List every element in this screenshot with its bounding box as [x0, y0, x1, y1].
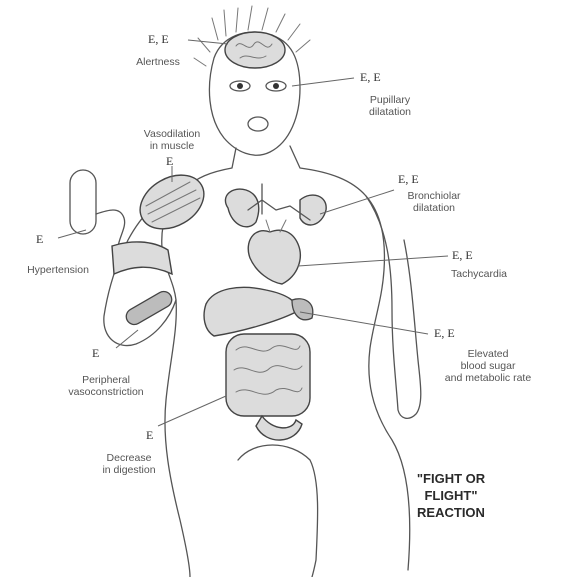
manometer: [70, 170, 96, 234]
right-arm: [366, 196, 421, 418]
vasodilation-code: E: [166, 154, 173, 169]
pupillary-label: Pupillary dilatation: [340, 94, 440, 118]
gallbladder: [292, 299, 313, 320]
pupillary-code: E, E: [360, 70, 381, 85]
blood-sugar-code: E, E: [434, 326, 455, 341]
bronchiolar-label: Bronchiolar dilatation: [384, 190, 484, 214]
intestines: [226, 334, 310, 416]
leader-bronchi: [320, 190, 394, 214]
leader-pupil: [292, 78, 354, 86]
liver: [204, 287, 297, 336]
tachycardia-label: Tachycardia: [424, 268, 534, 280]
colon: [256, 416, 302, 440]
brain: [225, 32, 285, 68]
lungs: [225, 189, 326, 227]
leader-alertness: [188, 40, 228, 44]
left-pupil: [237, 83, 243, 89]
blood-vessel: [123, 289, 174, 328]
right-pupil: [273, 83, 279, 89]
leader-blood-sugar: [300, 312, 428, 334]
peripheral-code: E: [92, 346, 99, 361]
digestion-label: Decrease in digestion: [74, 452, 184, 476]
diagram-title: "FIGHT OR FLIGHT" REACTION: [386, 470, 516, 521]
vasodilation-label: Vasodilation in muscle: [122, 128, 222, 152]
bronchiolar-code: E, E: [398, 172, 419, 187]
alertness-label: Alertness: [108, 56, 208, 68]
bp-cuff: [112, 242, 172, 274]
hypertension-label: Hypertension: [8, 264, 108, 276]
hypertension-code: E: [36, 232, 43, 247]
left-leg: [238, 445, 318, 577]
peripheral-label: Peripheral vasoconstriction: [46, 374, 166, 398]
tachycardia-code: E, E: [452, 248, 473, 263]
alertness-code: E, E: [148, 32, 169, 47]
leader-digestion: [158, 396, 226, 426]
leader-tachycardia: [298, 256, 448, 266]
mouth: [248, 117, 268, 131]
digestion-code: E: [146, 428, 153, 443]
blood-sugar-label: Elevated blood sugar and metabolic rate: [428, 348, 548, 384]
heart: [248, 230, 300, 284]
